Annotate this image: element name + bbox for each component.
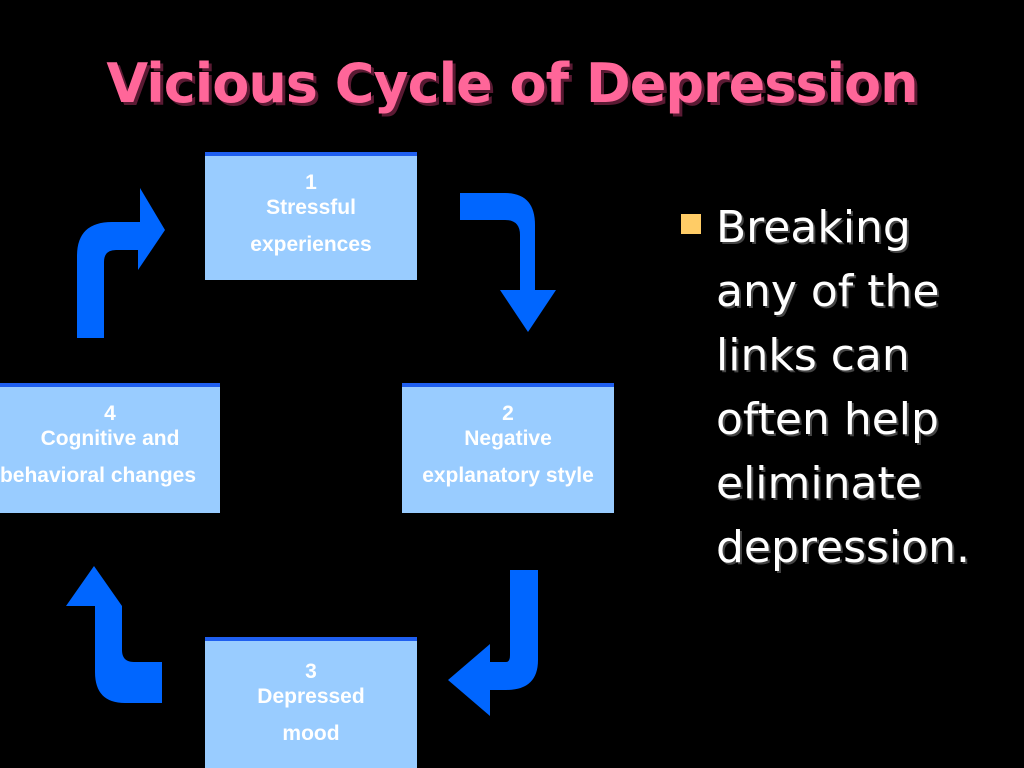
curved-arrow-icon-1-to-2 bbox=[460, 193, 556, 332]
step-label-line1: Negative bbox=[464, 427, 552, 451]
curved-arrow-icon-2-to-3 bbox=[448, 570, 538, 716]
step-label-line1: Depressed bbox=[257, 685, 365, 709]
bullet-text: Breaking any of the links can often help… bbox=[716, 196, 1016, 580]
step-label-line2: explanatory style bbox=[422, 464, 594, 488]
step-label-line2: behavioral changes bbox=[0, 464, 197, 488]
bullet-line: depression. bbox=[716, 522, 970, 573]
bullet-line: any of the bbox=[716, 266, 940, 317]
step-label-line2: mood bbox=[282, 722, 340, 746]
cycle-step-1: 1 Stressful experiences bbox=[205, 152, 417, 280]
step-number: 4 bbox=[104, 402, 116, 425]
bullet-line: links can bbox=[716, 330, 910, 381]
bullet-point: Breaking any of the links can often help… bbox=[676, 196, 1016, 580]
square-bullet-icon bbox=[681, 214, 701, 234]
cycle-step-3: 3 Depressed mood bbox=[205, 637, 417, 768]
step-label-line1: Stressful bbox=[266, 196, 356, 220]
slide-title: Vicious Cycle of Depression bbox=[106, 52, 918, 115]
curved-arrow-icon-3-to-4 bbox=[66, 566, 162, 703]
cycle-step-2: 2 Negative explanatory style bbox=[402, 383, 614, 513]
step-number: 1 bbox=[305, 171, 317, 194]
bullet-line: Breaking bbox=[716, 202, 911, 253]
bullet-line: often help bbox=[716, 394, 939, 445]
step-number: 3 bbox=[305, 660, 317, 683]
step-label-line1: Cognitive and bbox=[40, 427, 180, 451]
bullet-line: eliminate bbox=[716, 458, 922, 509]
curved-arrow-icon-4-to-1 bbox=[77, 188, 165, 338]
step-number: 2 bbox=[502, 402, 514, 425]
cycle-step-4: 4 Cognitive and behavioral changes bbox=[0, 383, 220, 513]
step-label-line2: experiences bbox=[250, 233, 372, 257]
